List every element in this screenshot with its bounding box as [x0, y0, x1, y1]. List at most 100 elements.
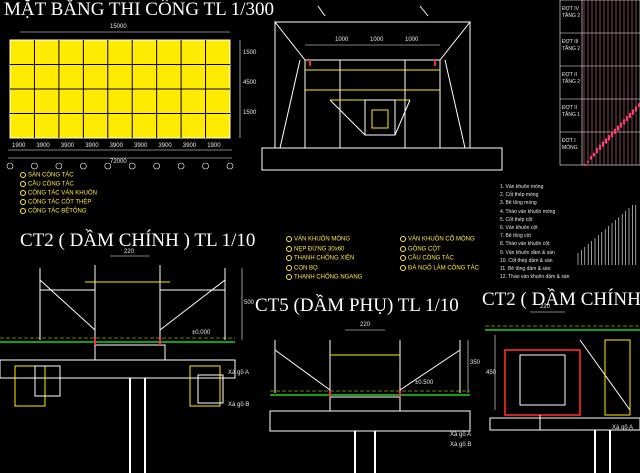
step-item: 3. Bê tông móng	[500, 200, 537, 207]
legend-marker-icon	[20, 199, 26, 205]
plan-axis-bubble	[55, 162, 63, 170]
main-plan-title: MẶT BẰNG THI CÔNG TL 1/300	[4, 0, 275, 20]
step-item: 6. Ván khuôn cột	[500, 225, 538, 231]
ct2-dim-side: 500	[244, 300, 255, 306]
plan-axis-bubble	[128, 162, 136, 170]
schedule-task-dot	[610, 131, 614, 135]
schedule-task-dot	[592, 152, 596, 155]
plan-axis-bubble	[104, 162, 112, 170]
ct2-dim-top: 220	[124, 249, 135, 255]
legend-marker-icon	[400, 255, 406, 261]
schedule-task-dot	[637, 103, 640, 106]
ct2-right-title: CT2 ( DẦM CHÍNH	[482, 289, 640, 310]
schedule-row-label: ĐỢT IV TẦNG 2	[562, 6, 581, 19]
plan-dim-label: 3900	[134, 143, 148, 149]
plan-legend-item: CÔNG TÁC VÁN KHUÔN	[20, 190, 97, 197]
formwork-legend-item: VÁN KHUÔN MÓNG	[286, 236, 350, 243]
schedule-row-label: ĐỢT II TẦNG 2	[562, 72, 581, 85]
step-item: 4. Tháo ván khuôn móng	[500, 208, 556, 215]
schedule-task-dot	[631, 109, 635, 112]
schedule-task-dot	[628, 112, 632, 116]
legend-marker-icon	[286, 274, 292, 280]
ct2-right-detail	[485, 311, 640, 473]
site-plan	[6, 31, 241, 170]
plan-legend-item: SÀN CÔNG TÁC	[20, 172, 74, 179]
progress-schedule	[559, 0, 640, 167]
ct5-dim-top: 220	[360, 322, 371, 328]
ct5-tag-b: Xà gồ B	[450, 442, 472, 448]
formwork-legend-item: THANH CHỐNG NGANG	[286, 274, 362, 281]
schedule-task-dot	[601, 141, 605, 144]
plan-axis-bubble	[177, 162, 185, 170]
ct2r-tag-a: Xà gồ A	[612, 425, 634, 431]
ct2r-dim-top: 220	[540, 304, 551, 310]
plan-dim-label: 3900	[36, 143, 50, 149]
ct2-level: ±0.000	[192, 330, 211, 336]
formwork-legend-item: CON BỌ	[286, 264, 318, 271]
step-item: 12. Tháo ván khuôn dầm & sàn	[500, 274, 570, 281]
step-item: 1. Ván khuôn móng	[500, 184, 544, 190]
legend-marker-icon	[286, 264, 292, 271]
schedule-task-dot	[622, 119, 626, 122]
schedule-task-dot	[607, 135, 611, 138]
plan-dim-label: 3900	[60, 143, 75, 149]
step-item: 11. Bê tông dầm & sàn	[500, 266, 551, 272]
schedule-task-dot	[595, 147, 599, 151]
schedule-task-dot	[586, 160, 590, 163]
ct2-title: CT2 ( DẦM CHÍNH ) TL 1/10	[20, 230, 256, 251]
ct2-tag-b: Xà gồ B	[228, 402, 250, 408]
legend-marker-icon	[286, 245, 292, 252]
section-dim-label: 1000	[405, 37, 419, 43]
legend-marker-icon	[20, 208, 26, 214]
plan-side-dim-label: 1500	[243, 50, 257, 56]
pit-section	[261, 5, 503, 171]
plan-axis-bubble	[153, 162, 160, 170]
legend-marker-icon	[400, 245, 406, 252]
ct5-beam-detail	[269, 329, 471, 473]
plan-dim-label: 3900	[158, 143, 172, 149]
plan-total-dim: 72000	[110, 159, 127, 165]
step-item: 9. Ván khuôn dầm & sàn	[500, 249, 555, 256]
formwork-legend-item: THANH CHỐNG XIÊN	[286, 255, 354, 262]
legend-marker-icon	[400, 264, 406, 271]
legend-marker-icon	[400, 236, 406, 242]
schedule-task-dot	[619, 122, 623, 125]
resource-histogram	[577, 205, 637, 265]
plan-axis-bubble	[6, 162, 14, 170]
ct2r-dim-side: 450	[486, 370, 497, 376]
legend-marker-icon	[20, 172, 26, 178]
plan-side-dim-label: 4500	[243, 80, 257, 86]
plan-dim-label: 3900	[109, 143, 123, 149]
schedule-row-label: ĐỢT III TẦNG 2	[562, 39, 581, 52]
plan-legend-item: CÔNG TÁC CỐT THÉP	[20, 199, 91, 206]
legend-marker-icon	[20, 190, 26, 196]
ct5-level: ±0.500	[415, 380, 434, 386]
schedule-task-dot	[616, 125, 620, 128]
plan-dim-label: 1900	[12, 143, 26, 149]
plan-side-dim-label: 1500	[243, 110, 257, 116]
schedule-row-label: ĐỢT I MÓNG	[562, 138, 578, 151]
formwork-legend-item: GÔNG CỘT	[400, 245, 441, 252]
plan-dim-label: 3900	[182, 143, 197, 149]
schedule-task-dot	[634, 106, 638, 109]
schedule-task-dot	[598, 144, 602, 147]
ct2-beam-detail	[0, 255, 243, 473]
schedule-row-label: ĐỢT II TẦNG 1	[562, 105, 581, 118]
legend-marker-icon	[286, 236, 292, 242]
formwork-legend-item: NẸP ĐỨNG 30x60	[286, 245, 344, 252]
plan-axis-bubble	[80, 162, 87, 170]
plan-dim-label: 1900	[207, 143, 221, 149]
section-dim-label: 1000	[370, 37, 384, 43]
plan-top-dim: 15000	[110, 24, 127, 30]
section-dim-label: 1000	[335, 37, 349, 43]
legend-marker-icon	[20, 181, 26, 187]
plan-dim-label: 3900	[85, 143, 99, 149]
schedule-task-dot	[613, 128, 617, 131]
step-item: 8. Tháo ván khuôn cột	[500, 241, 550, 248]
formwork-legend-item: CẦU CÔNG TÁC	[400, 255, 454, 262]
schedule-task-dot	[583, 163, 587, 167]
plan-legend-item: CÔNG TÁC BÊTÔNG	[20, 208, 87, 215]
step-item: 10. Cốt thép dầm & sàn	[500, 257, 553, 264]
ct5-tag-a: Xà gồ A	[450, 432, 472, 438]
